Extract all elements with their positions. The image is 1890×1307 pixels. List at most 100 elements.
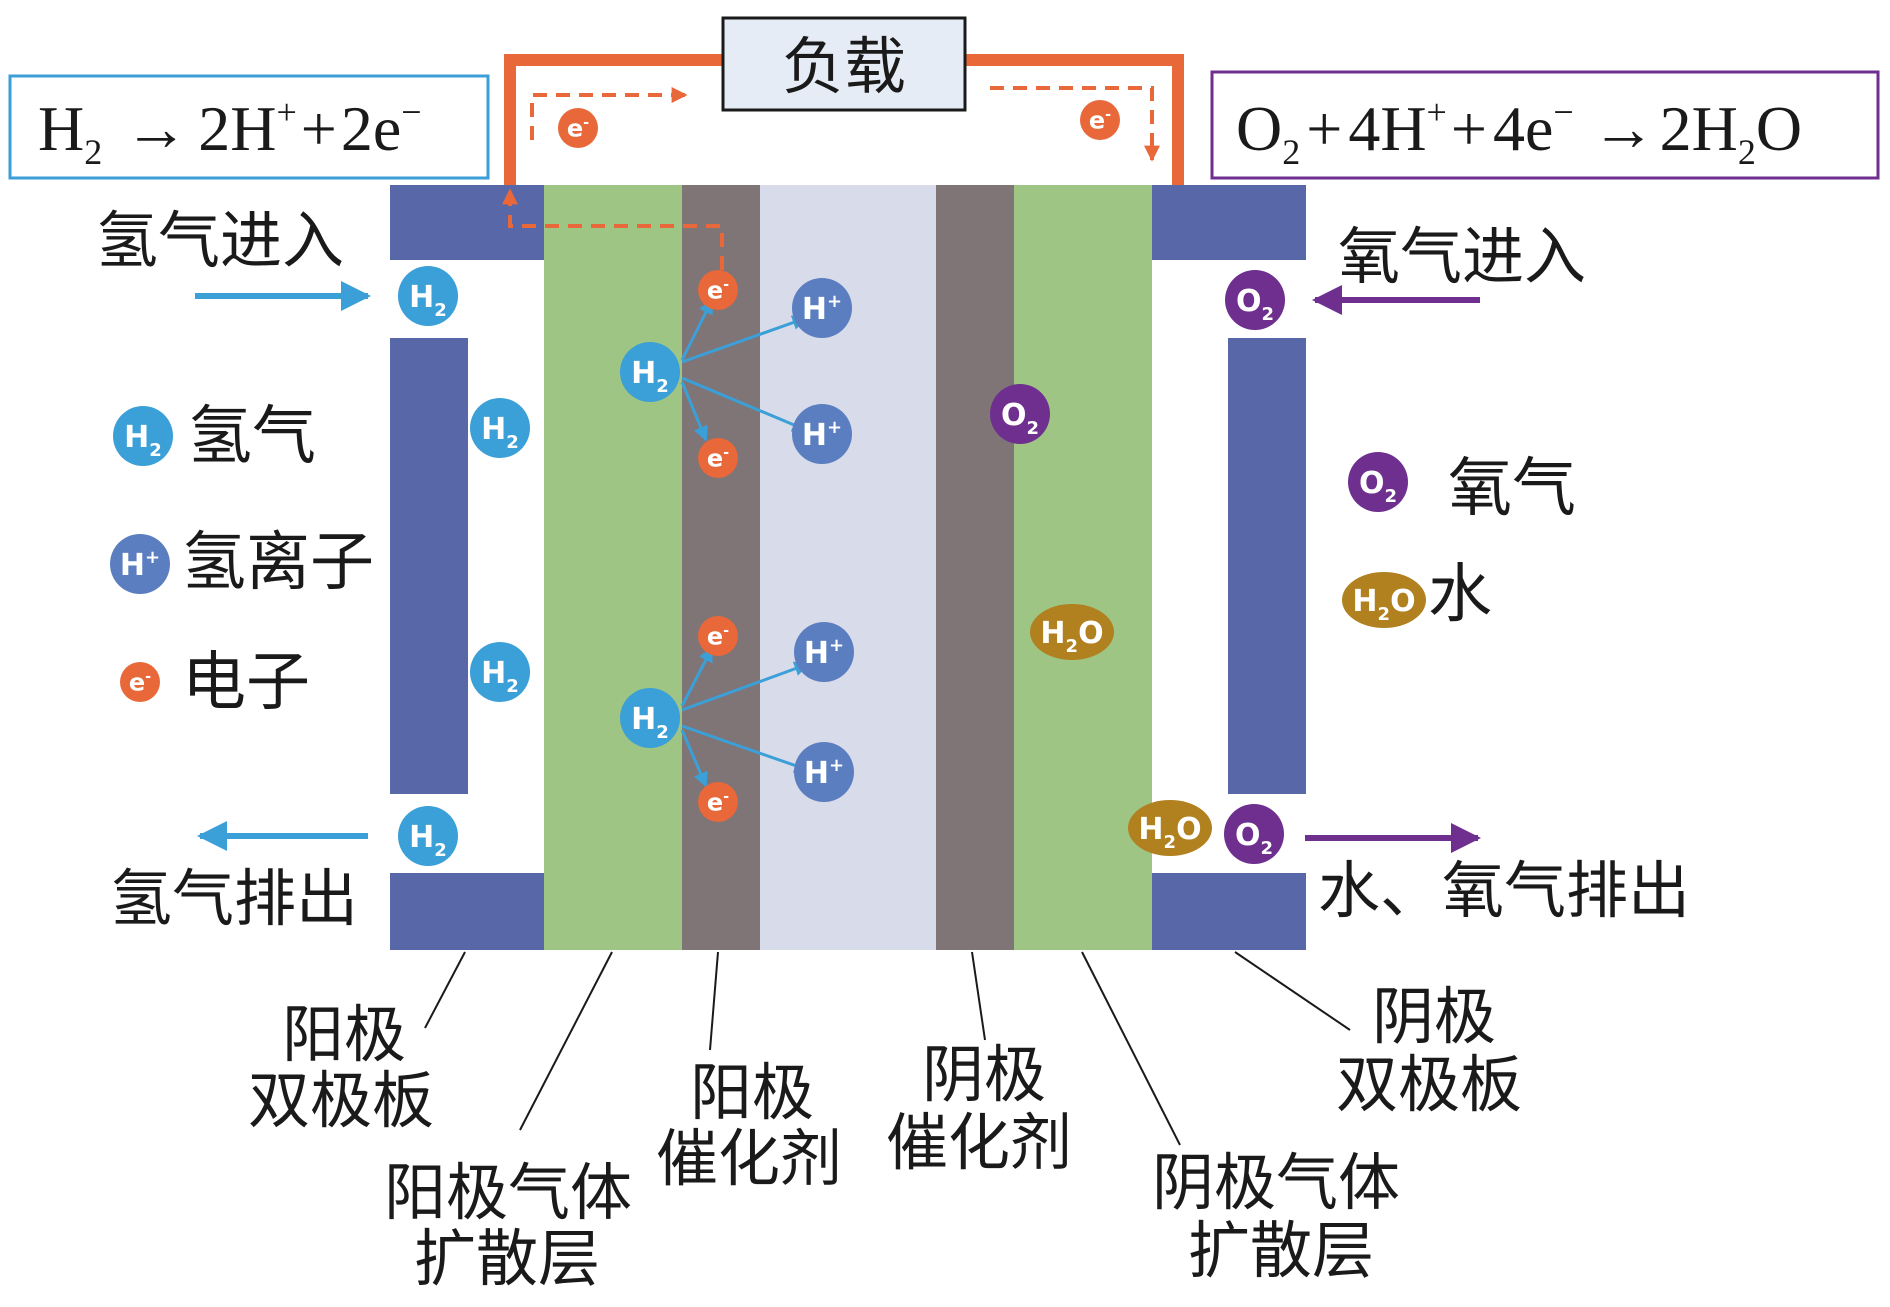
anode-gdl-label-1: 阳极气体 <box>384 1156 632 1229</box>
reaction-arrow <box>680 298 714 361</box>
o2-molecule-symbol: O2 <box>1359 466 1397 507</box>
electron: e- <box>698 616 738 656</box>
cell-layers <box>390 185 1306 950</box>
electron-path-top-left <box>530 87 688 140</box>
o2-molecule-symbol: O2 <box>1001 398 1039 439</box>
hydrogen-ion-shape <box>794 742 854 802</box>
h2-molecule-shape <box>470 642 530 702</box>
h2-molecule: H2 <box>620 688 680 748</box>
water-molecule-symbol: H2O <box>1040 616 1103 657</box>
h2-inlet-label: 氢气进入 <box>96 204 344 277</box>
reaction-arrow <box>681 661 810 712</box>
h2-molecule-shape <box>398 266 458 326</box>
electron-shape <box>1080 100 1120 140</box>
legend-o2-label: 氧气 <box>1448 452 1576 526</box>
cathode-bipolar-label-1: 阴极 <box>1372 980 1496 1053</box>
o2-molecule-shape <box>1224 804 1284 864</box>
cathode-equation-box <box>1210 70 1880 180</box>
reaction-arrow <box>681 724 810 773</box>
load-box <box>721 16 967 112</box>
anode-bipolar-label-1: 阳极 <box>282 998 406 1071</box>
h2-molecule-symbol: H2 <box>124 420 162 461</box>
cathode-plate-top <box>1152 185 1306 260</box>
anode-plate-bottom <box>390 873 544 950</box>
h2-molecule: H2 <box>398 806 458 866</box>
electron: e- <box>558 108 598 148</box>
h2-molecule: H2 <box>398 266 458 326</box>
hydrogen-ion-symbol: H+ <box>120 547 160 583</box>
anode-gdl-label-2: 扩散层 <box>414 1222 600 1295</box>
h2-molecule-symbol: H2 <box>631 702 669 743</box>
o2-molecule-shape <box>990 384 1050 444</box>
h2-molecule: H2 <box>620 342 680 402</box>
water-molecule-shape <box>1342 572 1426 628</box>
water-molecule: H2O <box>1342 572 1426 628</box>
electron-shape <box>698 270 738 310</box>
hydrogen-ion: H+ <box>792 278 852 338</box>
electron-shape <box>698 616 738 656</box>
electron-symbol: e- <box>707 789 729 817</box>
water-molecule: H2O <box>1128 800 1212 856</box>
h2-molecule: H2 <box>113 406 173 466</box>
hydrogen-ion: H+ <box>794 622 854 682</box>
h2-molecule-symbol: H2 <box>409 280 447 321</box>
cathode-plate-middle <box>1228 338 1306 794</box>
component-labels: 阳极 双极板 阳极气体 扩散层 阳极 催化剂 阴极 催化剂 阴极气体 扩散层 阴… <box>248 980 1522 1295</box>
reaction-arrows <box>680 298 810 788</box>
cathode-catalyst-label-1: 阴极 <box>922 1038 1046 1111</box>
anode-plate-middle <box>390 338 468 794</box>
h2-molecule-symbol: H2 <box>631 356 669 397</box>
circuit-wire <box>504 54 1184 185</box>
legend-hplus-label: 氢离子 <box>182 526 374 600</box>
hydrogen-ion-shape <box>794 622 854 682</box>
h2-molecule-symbol: H2 <box>481 412 519 453</box>
electron-shape <box>698 782 738 822</box>
electron: e- <box>698 270 738 310</box>
leader-cathode-cat <box>971 951 986 1041</box>
cathode-catalyst-layer <box>936 185 1014 950</box>
electron-symbol: e- <box>707 445 729 473</box>
hydrogen-ion-symbol: H+ <box>804 635 844 671</box>
reaction-arrow <box>680 646 714 707</box>
reaction-arrow <box>681 315 808 364</box>
legend-h2-label: 氢气 <box>188 400 316 474</box>
anode-catalyst-layer <box>682 185 760 950</box>
leader-lines <box>424 951 1351 1146</box>
electron-shape <box>698 438 738 478</box>
o2-molecule-shape <box>1348 452 1408 512</box>
anode-catalyst-label-2: 催化剂 <box>656 1122 842 1195</box>
hydrogen-ion-shape <box>792 404 852 464</box>
leader-cathode-gdl <box>1081 951 1181 1146</box>
leader-anode-plate <box>424 951 466 1029</box>
electron-shape <box>120 662 160 702</box>
water-molecule-shape <box>1128 800 1212 856</box>
anode-catalyst-label-1: 阳极 <box>690 1056 814 1129</box>
hydrogen-ion-symbol: H+ <box>802 291 842 327</box>
o2-molecule: O2 <box>990 384 1050 444</box>
electron-path-top-right <box>990 86 1160 162</box>
h2-molecule-shape <box>398 806 458 866</box>
h2-molecule-shape <box>470 398 530 458</box>
water-molecule: H2O <box>1030 604 1114 660</box>
cathode-bipolar-label-2: 双极板 <box>1336 1048 1522 1121</box>
electron-path-anode <box>502 188 724 270</box>
electron: e- <box>698 438 738 478</box>
leader-cathode-plate <box>1234 951 1351 1031</box>
h2-molecule-shape <box>113 406 173 466</box>
o2-molecule-symbol: O2 <box>1235 818 1273 859</box>
electron-symbol: e- <box>567 115 589 143</box>
h2-molecule: H2 <box>470 642 530 702</box>
o2-molecule: O2 <box>1348 452 1408 512</box>
anode-equation-box <box>8 74 490 180</box>
water-o2-outlet-label: 水、氧气排出 <box>1318 854 1690 927</box>
electron-shape <box>558 108 598 148</box>
electron-symbol: e- <box>707 277 729 305</box>
water-molecule-shape <box>1030 604 1114 660</box>
hydrogen-ion-shape <box>110 534 170 594</box>
o2-molecule: O2 <box>1225 270 1285 330</box>
h2-molecule: H2 <box>470 398 530 458</box>
anode-gas-diffusion-layer <box>544 185 682 950</box>
water-molecule-symbol: H2O <box>1352 584 1415 625</box>
o2-molecule-shape <box>1225 270 1285 330</box>
